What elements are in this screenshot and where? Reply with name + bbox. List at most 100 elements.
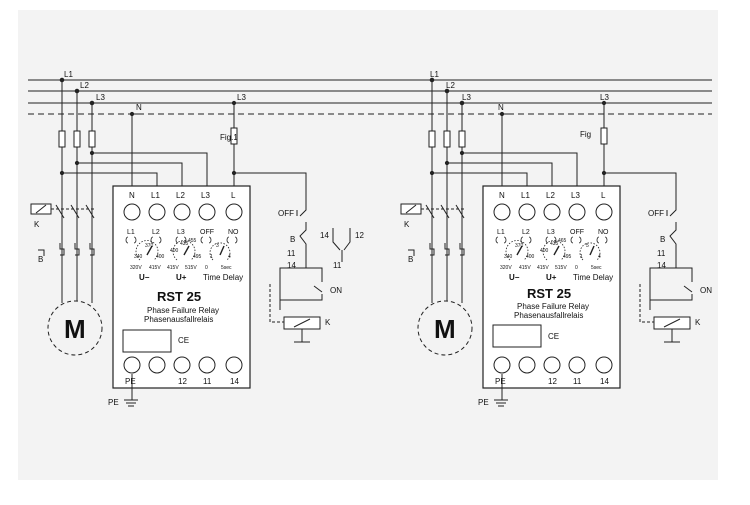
contact-12-label: 12 (355, 231, 364, 240)
scale-1: 1 (210, 254, 213, 260)
relay-desc-de: Phasenausfallrelais (144, 315, 213, 324)
control-chain (649, 222, 677, 300)
bus-l3-tap-label-2: L3 (600, 93, 609, 102)
scale-415v-b: 415V (167, 265, 179, 271)
led-indicators (125, 236, 238, 244)
off-label-2: OFF (648, 209, 664, 218)
relay-contact-12 (343, 228, 351, 251)
relay-model: RST 25 (157, 289, 201, 304)
term-top-l2: L2 (176, 191, 185, 200)
scale-435: 435 (180, 241, 189, 247)
term-bottom-pe: PE (125, 377, 136, 386)
terminal-screw (543, 356, 561, 374)
scale-455: 455 (188, 238, 197, 244)
scale-495: 495 (563, 254, 572, 260)
relay-texts-1: N L1 L2 L3 L L1 L2 L3 OFF NO 370 340 400… (125, 191, 243, 386)
t14-label-2: 14 (657, 261, 666, 270)
scale-340: 340 (504, 254, 513, 260)
dial-pointer (553, 245, 560, 256)
led (596, 236, 608, 244)
off-switch (299, 205, 307, 217)
dial-label-l3: L3 (177, 229, 185, 236)
contactor-contact (55, 204, 65, 219)
bus-l3-label-2: L3 (462, 93, 471, 102)
relay-model: RST 25 (527, 286, 571, 301)
bus-l2-label-2: L2 (446, 81, 455, 90)
dial-pointer (219, 245, 225, 256)
scale-400b: 400 (170, 248, 179, 254)
tap-l3 (92, 152, 208, 197)
led (125, 236, 137, 244)
bus-n-label: N (136, 103, 142, 112)
led (226, 236, 238, 244)
dial-label-no: NO (228, 229, 239, 236)
motor-label: M (64, 314, 86, 344)
on-return (280, 294, 323, 301)
led (520, 236, 532, 244)
contactor-contact (455, 204, 465, 219)
fuse (73, 130, 81, 148)
voltage-dial-high (172, 240, 196, 261)
led (150, 236, 162, 244)
coil-slash (663, 318, 681, 328)
relay-desc-de: Phasenausfallrelais (514, 311, 583, 320)
junction-dot (89, 100, 95, 106)
coil-aux-link (639, 284, 654, 323)
scale-4: 4 (598, 254, 601, 260)
k-coil-label-2: K (695, 318, 701, 327)
term-bottom-12: 12 (548, 377, 557, 386)
voltage-dial-high (542, 240, 566, 261)
term-top-l3: L3 (571, 191, 580, 200)
junction-dot (74, 88, 80, 94)
contactor-contact (70, 204, 80, 219)
relay-contact-14 (332, 228, 341, 251)
term-top-l: L (231, 191, 236, 200)
hold-branch (306, 267, 323, 282)
fuse (58, 130, 66, 148)
relay-label-window (122, 329, 172, 353)
terminal-screw (225, 356, 243, 374)
overload-element (74, 243, 80, 256)
t11-label-2: 11 (657, 249, 666, 258)
junction-dot (59, 77, 65, 83)
hold-branch (676, 267, 693, 282)
scale-370: 370 (515, 243, 524, 249)
dial-label-l1: L1 (127, 229, 135, 236)
on-contact (683, 285, 693, 293)
term-bottom-14: 14 (230, 377, 239, 386)
scale-320v: 320V (500, 265, 512, 271)
contact-14-label: 14 (320, 231, 329, 240)
bus-labels: L1 L2 L3 N L3 L1 L2 L3 N L3 (64, 70, 609, 112)
junction-dot (429, 77, 435, 83)
terminal-screw (493, 356, 511, 374)
led-indicators (495, 236, 608, 244)
scale-0: 0 (205, 265, 208, 271)
dial-label-l1: L1 (497, 229, 505, 236)
term-top-n: N (129, 191, 135, 200)
contactor-k-label-2: K (404, 220, 410, 229)
relay-housing (112, 185, 251, 389)
dial-label-off: OFF (200, 229, 214, 236)
time-delay-dial (579, 242, 601, 261)
junction-dot (429, 170, 435, 176)
term-top-l3: L3 (201, 191, 210, 200)
scale-415v-a: 415V (149, 265, 161, 271)
dial-label-no: NO (598, 229, 609, 236)
pe-ground-label-2: PE (478, 398, 489, 407)
k-coil-label: K (325, 318, 331, 327)
junction-dot (74, 160, 80, 166)
on-label-2: ON (700, 286, 712, 295)
led (200, 236, 212, 244)
junction-dot (231, 170, 237, 176)
fuse (600, 127, 608, 145)
overload-symbol (408, 249, 415, 256)
junction-dot (444, 88, 450, 94)
on-contact (313, 285, 323, 293)
top-terminals (493, 203, 613, 221)
overload-element (89, 243, 95, 256)
led (175, 236, 187, 244)
terminal-screw (198, 203, 216, 221)
terminal-screw (595, 356, 613, 374)
terminal-screw (225, 203, 243, 221)
label-u-minus: U− (509, 273, 520, 282)
